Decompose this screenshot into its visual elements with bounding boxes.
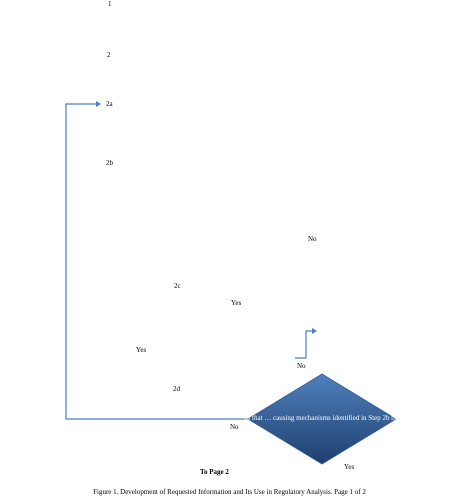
step-2-label: 2 — [107, 51, 111, 59]
no-label-small: No — [297, 362, 306, 370]
no-elbow-arrowhead — [312, 328, 317, 334]
step-1-label: 1 — [108, 0, 112, 8]
feedback-arrowhead — [96, 101, 101, 107]
step-2b-label: 2b — [106, 159, 113, 167]
no-elbow-connector — [295, 330, 312, 359]
feedback-loop-connector — [65, 103, 250, 420]
step-2c-label: 2c — [174, 282, 181, 290]
figure-caption: Figure 1. Development of Requested Infor… — [93, 488, 366, 496]
yes-label-mid: Yes — [231, 299, 242, 307]
step-2a-label: 2a — [106, 100, 113, 108]
yes-label-bottom: Yes — [344, 463, 355, 471]
yes-label-left: Yes — [136, 346, 147, 354]
to-page-2-label: To Page 2 — [200, 468, 229, 476]
no-label-bottom: No — [230, 423, 239, 431]
decision-diamond — [247, 373, 397, 465]
decision-text: ns that … causing mechanisms identified … — [244, 414, 401, 422]
step-2d-label: 2d — [173, 385, 180, 393]
no-label-top: No — [308, 235, 317, 243]
